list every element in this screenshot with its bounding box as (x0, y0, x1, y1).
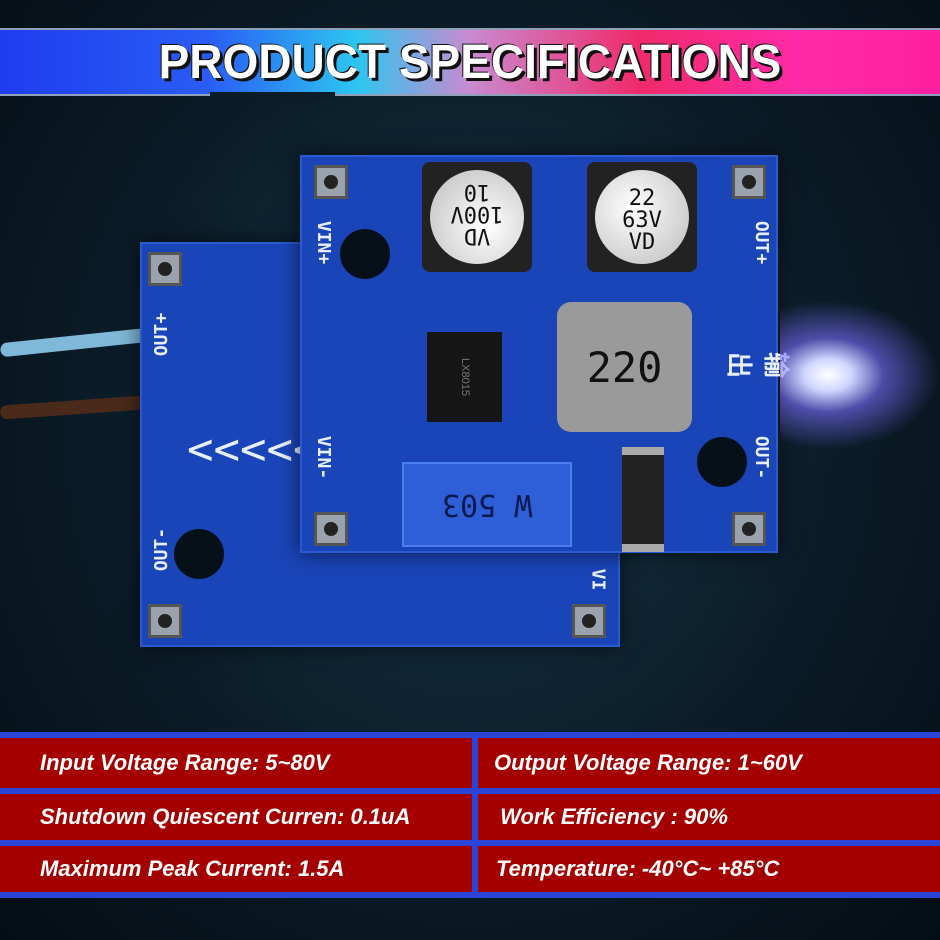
cap1-line: 10 (463, 179, 491, 204)
silk-out-plus: OUT+ (151, 312, 173, 357)
mount-hole (340, 229, 390, 279)
brown-wire (0, 394, 161, 420)
silk-vin-plus: VIN+ (313, 220, 335, 265)
mount-pad (314, 165, 348, 199)
inductor: 220 (557, 302, 692, 432)
capacitor-input: VD 100V 10 (422, 162, 532, 272)
spec-quiescent-current: Shutdown Quiescent Curren: 0.1uA (0, 794, 472, 840)
diode (622, 447, 664, 552)
potentiometer: W 503 (402, 462, 572, 547)
spec-temperature: Temperature: -40°C~ +85°C (478, 846, 940, 892)
silk-out-minus: OUT- (151, 527, 173, 572)
spec-output-voltage: Output Voltage Range: 1~60V (478, 738, 940, 788)
inductor-label: 220 (586, 342, 663, 392)
banner-notch (210, 92, 335, 98)
silk-out-plus: OUT+ (751, 220, 773, 265)
arrow-marks: <<<<< (187, 424, 320, 475)
mount-pad (314, 512, 348, 546)
spec-input-voltage: Input Voltage Range: 5~80V (0, 738, 472, 788)
cap2-line: VD (628, 230, 656, 255)
spec-efficiency: Work Efficiency : 90% (478, 794, 940, 840)
spec-table: Input Voltage Range: 5~80V Output Voltag… (0, 732, 940, 898)
chip-label: LX8015 (458, 358, 471, 396)
silk-vin-minus: VIN- (313, 435, 335, 480)
lightning-effect (780, 300, 940, 450)
silk-vin: VI (587, 568, 609, 591)
cap2-line: 63V (622, 208, 662, 233)
cap1-line: VD (463, 223, 491, 248)
mount-hole (174, 529, 224, 579)
mount-pad (148, 252, 182, 286)
spec-peak-current: Maximum Peak Current: 1.5A (0, 846, 472, 892)
title-banner (0, 28, 940, 96)
page-title: PRODUCT SPECIFICATIONS (158, 33, 782, 89)
mount-pad (732, 165, 766, 199)
mount-pad (148, 604, 182, 638)
mount-pad (732, 512, 766, 546)
silk-out-minus: OUT- (751, 435, 773, 480)
capacitor-output: 22 63V VD (587, 162, 697, 272)
cap2-line: 22 (628, 186, 656, 211)
blue-wire (0, 326, 161, 358)
mount-hole (697, 437, 747, 487)
cap1-line: 100V (450, 201, 504, 226)
potentiometer-label: W 503 (441, 487, 533, 522)
front-pcb-board: VIN+ VIN- OUT+ OUT- 输出 VD 100V 10 22 63V… (300, 155, 790, 553)
mount-pad (572, 604, 606, 638)
ic-chip: LX8015 (427, 332, 502, 422)
